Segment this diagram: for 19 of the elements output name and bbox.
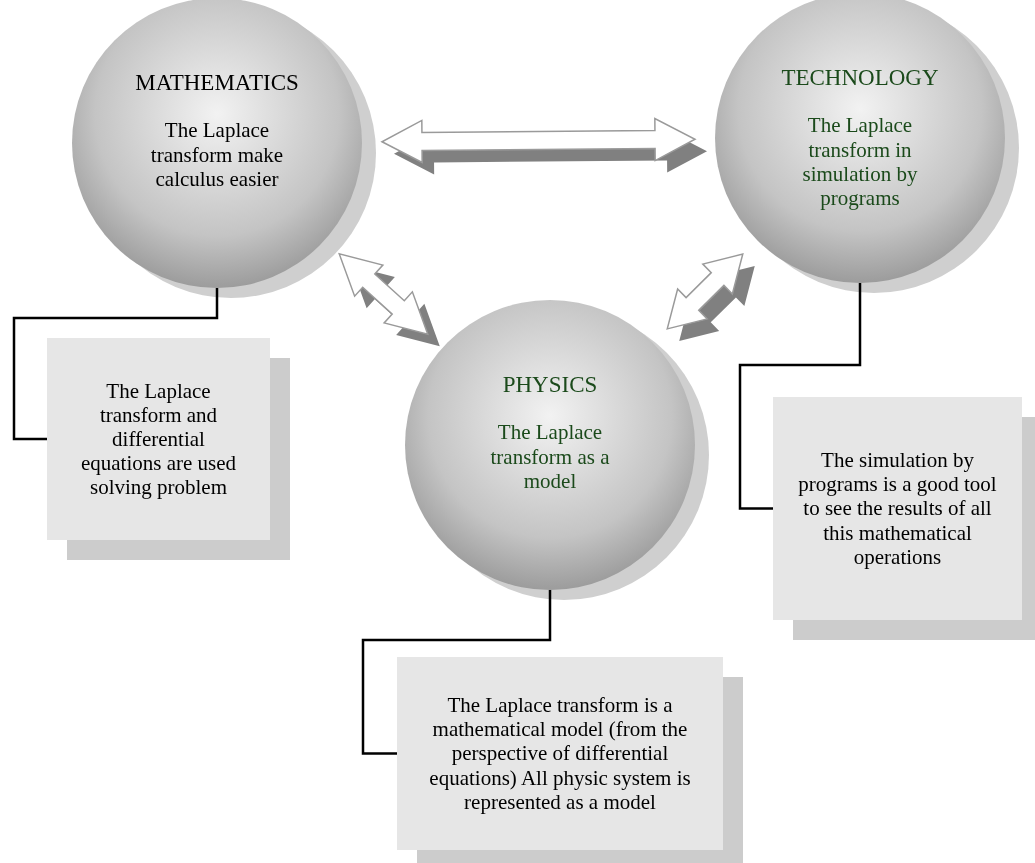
sphere-text: The Laplace transform make calculus easier — [149, 118, 285, 191]
block-arrow — [380, 117, 707, 175]
block-arrow — [666, 253, 755, 341]
text-box — [47, 338, 270, 540]
connector-line — [12, 288, 219, 441]
block-arrow — [338, 252, 440, 347]
sphere-node — [405, 300, 695, 590]
connector-line — [738, 283, 862, 510]
sphere-heading: TECHNOLOGY — [781, 65, 939, 92]
box-text: The Laplace transform is a mathematical model (from the perspective of differential equations) All physic system is represented as a model — [428, 693, 692, 814]
sphere-text: The Laplace transform in simulation by programs — [801, 113, 919, 210]
box-text: The simulation by programs is a good tool to see the results of all this mathematical operations — [797, 448, 998, 569]
sphere-text: The Laplace transform as a model — [489, 420, 611, 493]
box-text: The Laplace transform and differential equations are used solving problem — [79, 378, 238, 500]
text-box — [397, 657, 723, 850]
sphere-heading: PHYSICS — [502, 372, 598, 399]
connector-line — [361, 590, 552, 755]
text-box — [773, 397, 1022, 620]
sphere-heading: MATHEMATICS — [135, 70, 299, 97]
